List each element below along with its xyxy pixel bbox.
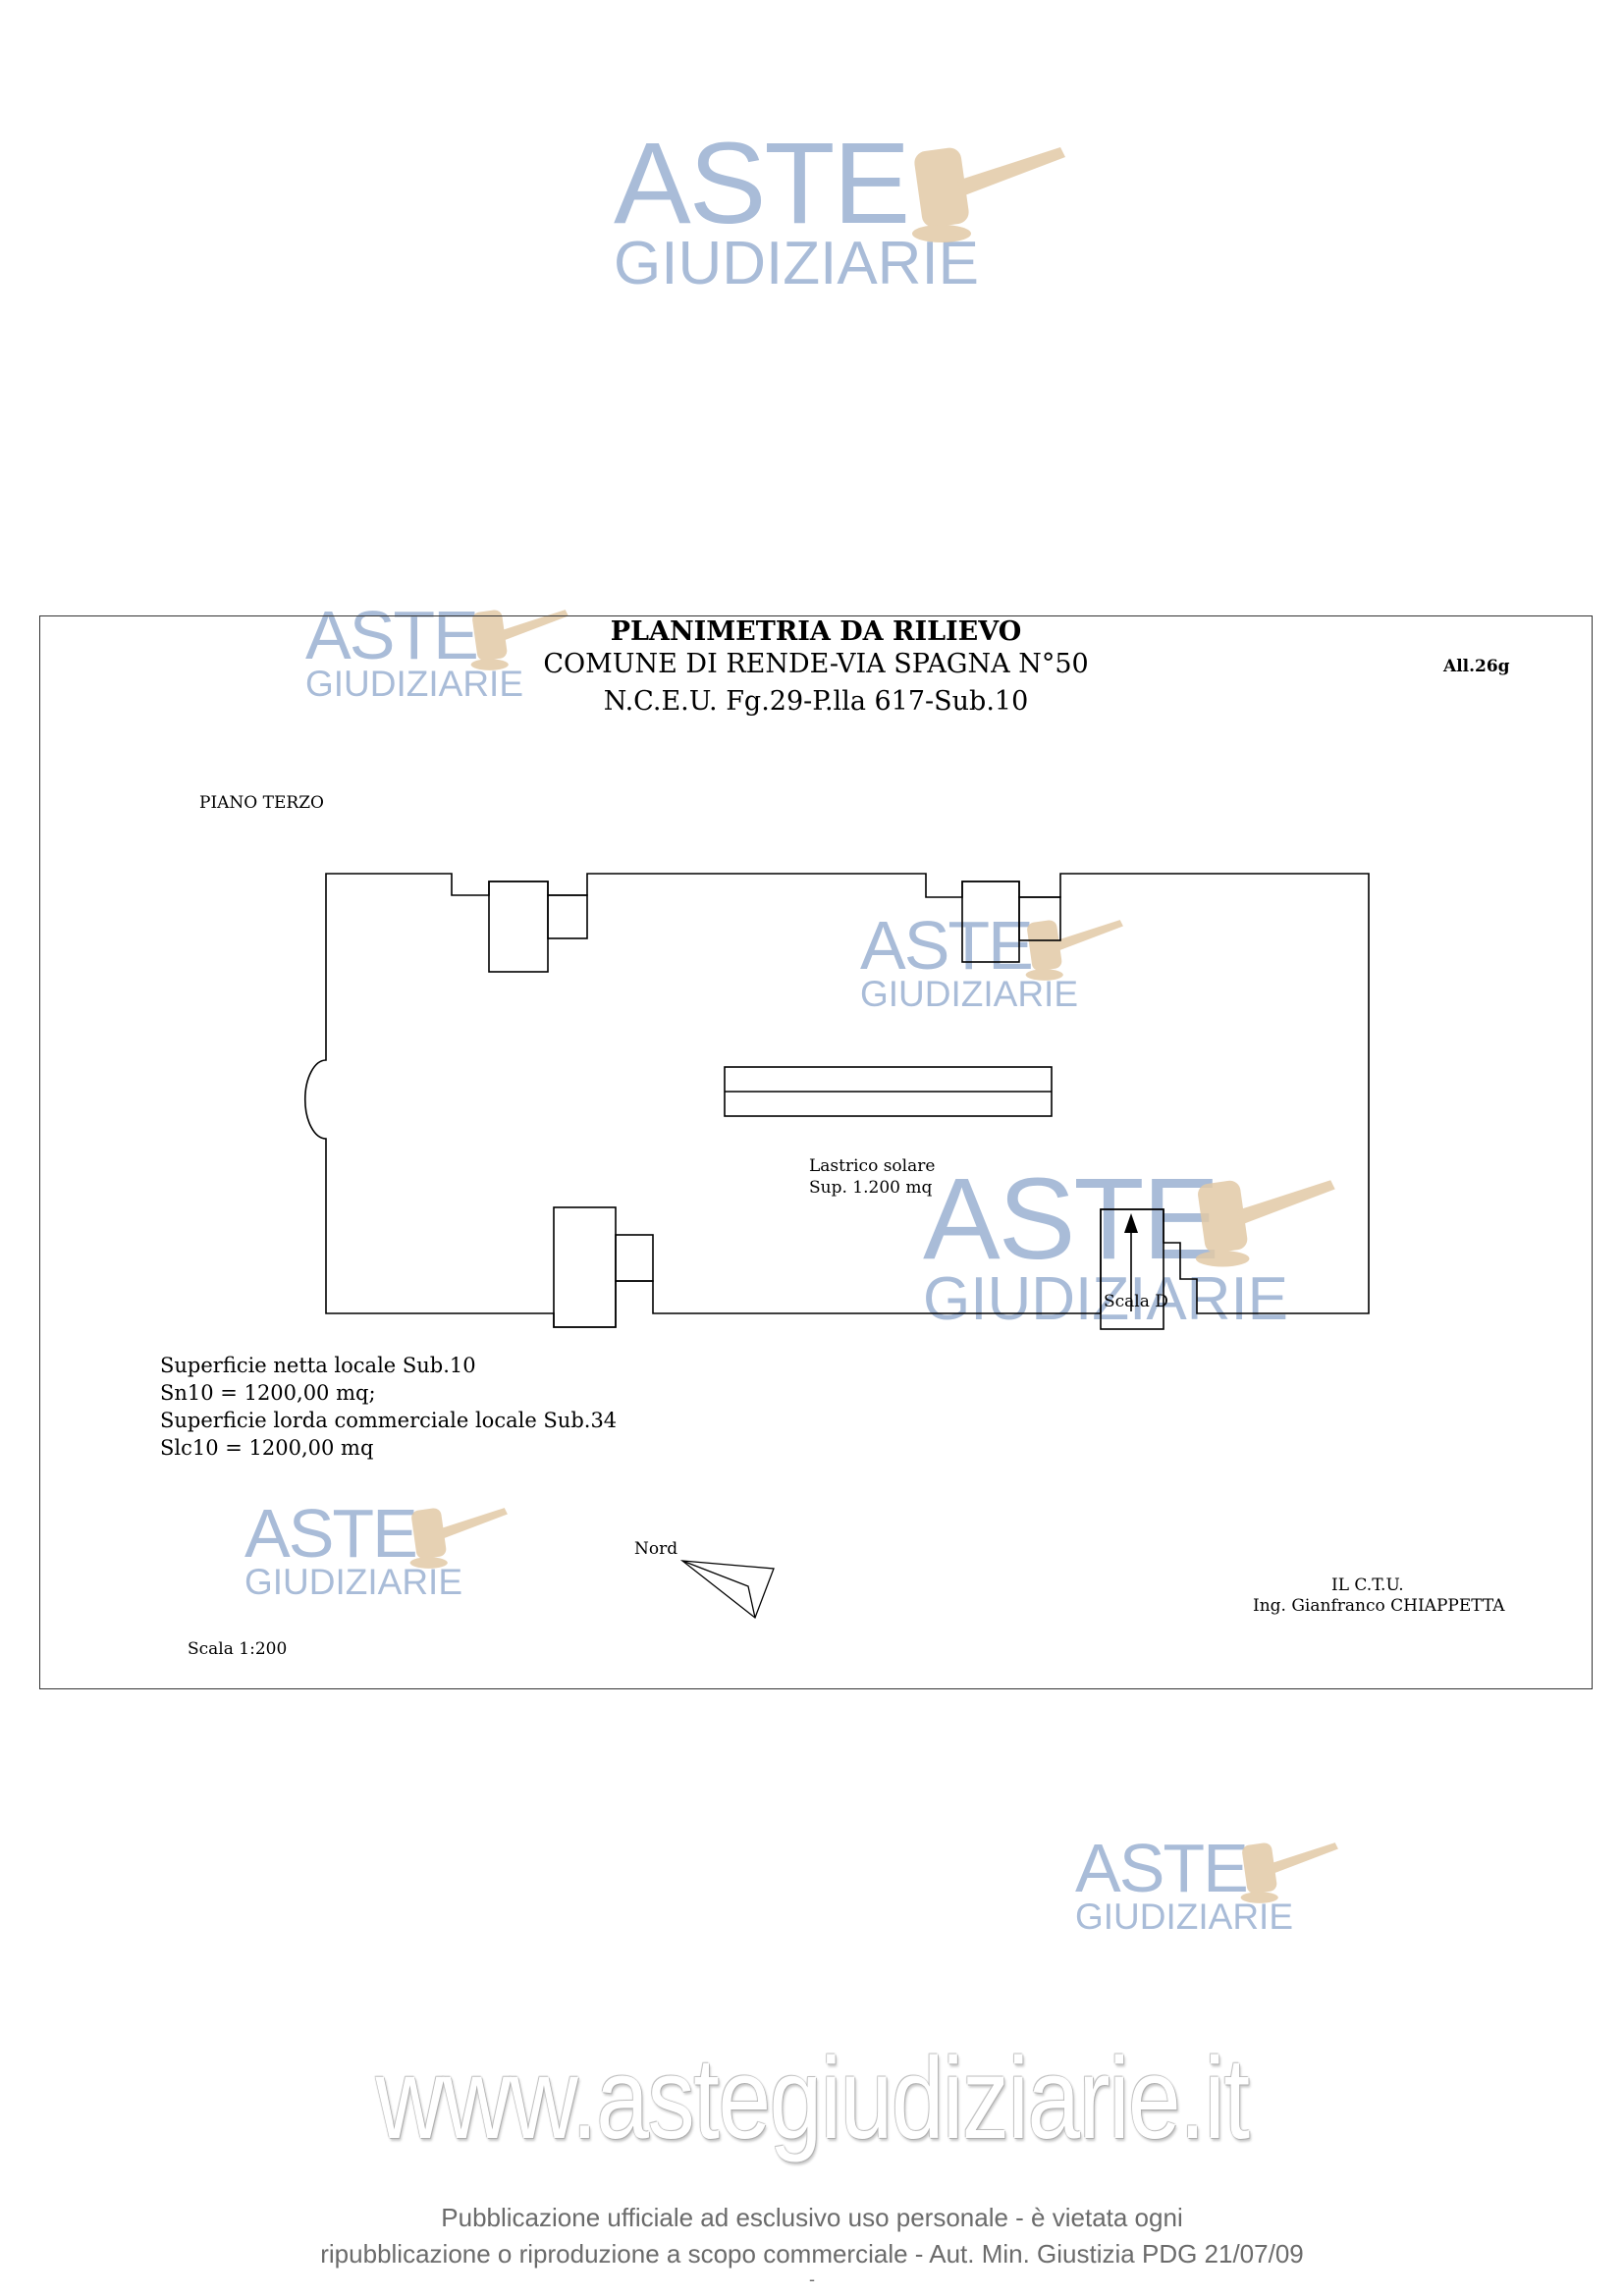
gavel-icon [1195, 1180, 1335, 1267]
attachment-label: All.26g [1443, 657, 1510, 676]
watermark-giudiziarie-text: GIUDIZIARIE [1075, 1896, 1294, 1937]
gavel-icon [470, 610, 568, 670]
signature-name: Ing. Gianfranco CHIAPPETTA [1253, 1596, 1505, 1616]
watermark-logo-frame-left: ASTE GIUDIZIARIE [305, 597, 568, 704]
plan-address: COMUNE DI RENDE-VIA SPAGNA N°50 [543, 649, 1089, 679]
annex-top-left [547, 894, 588, 939]
surface-note-4: Slc10 = 1200,00 mq [160, 1436, 374, 1460]
stair-tower-bottom-left [553, 1206, 617, 1328]
room-name: Lastrico solare [809, 1156, 936, 1176]
surface-note-3: Superficie lorda commerciale locale Sub.… [160, 1409, 618, 1432]
signature-role: IL C.T.U. [1331, 1575, 1404, 1595]
watermark-giudiziarie-text: GIUDIZIARIE [305, 664, 524, 704]
site-watermark: www.astegiudiziarie.it [375, 2034, 1251, 2163]
watermark-aste-text: ASTE [244, 1495, 418, 1572]
surface-note-2: Sn10 = 1200,00 mq; [160, 1381, 376, 1405]
scale-label: Scala 1:200 [188, 1639, 288, 1659]
floor-label: PIANO TERZO [199, 793, 324, 813]
watermark-logo-top: ASTE GIUDIZIARIE [614, 119, 1065, 297]
plan-outline [303, 873, 1370, 1328]
arrow-up-icon [1124, 1213, 1138, 1233]
annex-bottom-left [615, 1234, 654, 1282]
watermark-giudiziarie-text: GIUDIZIARIE [923, 1265, 1289, 1333]
watermark-aste-text: ASTE [614, 119, 910, 248]
gavel-icon [1025, 920, 1123, 981]
north-label: Nord [634, 1539, 678, 1559]
drawing-frame [39, 615, 1593, 1689]
gavel-icon [1240, 1842, 1338, 1903]
watermark-aste-text: ASTE [1075, 1830, 1249, 1906]
gavel-icon [912, 147, 1065, 242]
surface-note-1: Superficie netta locale Sub.10 [160, 1354, 476, 1377]
watermark-logo-plan-right: ASTE GIUDIZIARIE [923, 1154, 1335, 1333]
watermark-aste-text: ASTE [923, 1154, 1219, 1284]
watermark-logo-bottom-left: ASTE GIUDIZIARIE [244, 1495, 508, 1602]
north-arrow-icon [679, 1560, 775, 1620]
footer-line-1: Pubblicazione ufficiale ad esclusivo uso… [441, 2203, 1183, 2232]
stair-label: Scala D [1104, 1292, 1168, 1311]
plan-title: PLANIMETRIA DA RILIEVO [610, 616, 1022, 647]
watermark-giudiziarie-text: GIUDIZIARIE [244, 1562, 463, 1602]
watermark-aste-text: ASTE [305, 597, 479, 673]
stair-tower-top-left [488, 881, 549, 973]
stair-scala-d [1100, 1208, 1164, 1330]
annex-top-right [1018, 896, 1061, 941]
watermark-aste-text: ASTE [860, 907, 1034, 984]
footer-line-2: ripubblicazione o riproduzione a scopo c… [320, 2239, 1304, 2269]
plan-cadastral-ref: N.C.E.U. Fg.29-P.lla 617-Sub.10 [603, 686, 1029, 717]
watermark-logo-lower-right: ASTE GIUDIZIARIE [1075, 1830, 1338, 1937]
room-area: Sup. 1.200 mq [809, 1178, 933, 1198]
watermark-giudiziarie-text: GIUDIZIARIE [614, 230, 980, 297]
footer-line-3: - [809, 2269, 815, 2289]
watermark-logo-plan-center: ASTE GIUDIZIARIE [860, 907, 1123, 1014]
watermark-giudiziarie-text: GIUDIZIARIE [860, 974, 1079, 1014]
stair-tower-top-right [961, 881, 1020, 963]
gavel-icon [409, 1508, 508, 1569]
